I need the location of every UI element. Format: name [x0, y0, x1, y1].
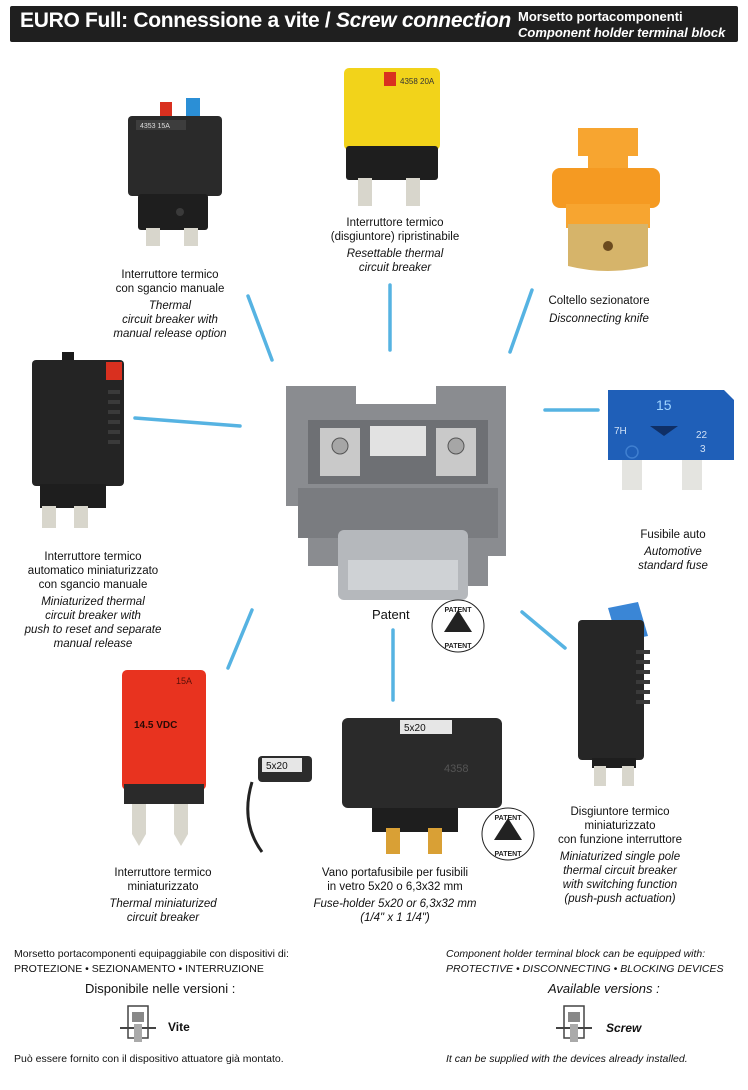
disconnecting-knife-image [552, 128, 660, 271]
miniaturized-breaker-image [32, 352, 124, 528]
mini-thermal-breaker-image: 15A 14.5 VDC [122, 670, 206, 846]
footer-right-line1: Component holder terminal block can be e… [446, 948, 706, 960]
svg-text:PATENT: PATENT [495, 815, 523, 822]
footer-right-versions: Available versions : [548, 981, 660, 996]
footer-left-version-name: Vite [168, 1020, 190, 1034]
footer-left-versions: Disponibile nelle versioni : [85, 981, 236, 996]
connector-line-miniaturized-auto [133, 416, 242, 428]
connector-line-thermal-manual [246, 294, 274, 362]
svg-text:5x20: 5x20 [266, 761, 288, 772]
svg-text:15A: 15A [176, 676, 192, 686]
caption-miniaturized-auto: Interruttore termico automatico miniatur… [24, 551, 162, 650]
screw-version-icon-right [556, 1005, 592, 1042]
footer-right-note: It can be supplied with the devices alre… [446, 1053, 688, 1065]
caption-knife: Coltello sezionatore Disconnecting knife [548, 295, 650, 325]
mini-thermal-label: 14.5 VDC [134, 720, 177, 731]
footer-left-line1: Morsetto portacomponenti equipaggiabile … [14, 948, 289, 960]
header-subtitle-en: Component holder terminal block [518, 25, 726, 40]
patent-label: Patent [372, 607, 410, 622]
thermal-breaker-image: 4353 15A [128, 98, 222, 246]
caption-auto-fuse: Fusibile auto Automotive standard fuse [638, 529, 708, 572]
footer-left-note: Può essere fornito con il dispositivo at… [14, 1053, 284, 1065]
caption-single-pole: Disgiuntore termico miniaturizzato con f… [557, 806, 683, 905]
connector-line-knife [508, 288, 534, 354]
header-title: EURO Full: Connessione a vite / Screw co… [20, 9, 511, 32]
svg-text:4358: 4358 [444, 763, 468, 775]
single-pole-breaker-image [578, 602, 650, 786]
footer-right-line2: PROTECTIVE • DISCONNECTING • BLOCKING DE… [446, 963, 724, 975]
fuse-holder-size: 5x20 [404, 723, 426, 734]
svg-text:3: 3 [700, 444, 706, 455]
svg-text:22: 22 [696, 430, 708, 441]
svg-text:PATENT: PATENT [495, 851, 523, 858]
header-subtitle-it: Morsetto portacomponenti [518, 9, 683, 24]
footer-left-line2: PROTEZIONE • SEZIONAMENTO • INTERRUZIONE [14, 963, 264, 975]
auto-fuse-value: 15 [656, 397, 672, 413]
caption-resettable: Interruttore termico (disgiuntore) ripri… [330, 217, 460, 274]
resettable-breaker-label: 4358 20A [400, 77, 435, 86]
resettable-breaker-image: 4358 20A [344, 68, 440, 206]
page-header: EURO Full: Connessione a vite / Screw co… [10, 6, 738, 42]
connector-line-mini-thermal [226, 608, 254, 670]
caption-mini-thermal: Interruttore termico miniaturizzato Ther… [109, 867, 217, 924]
footer-right-version-name: Screw [606, 1021, 642, 1035]
thermal-breaker-label: 4353 15A [140, 123, 170, 130]
patent-seal-bottom: PATENT PATENT [480, 806, 536, 862]
svg-text:PATENT: PATENT [445, 643, 473, 650]
fuse-holder-image: 5x20 5x20 4358 [246, 718, 502, 854]
caption-thermal-manual: Interruttore termico con sgancio manuale… [113, 269, 227, 340]
connector-line-single-pole [520, 610, 567, 650]
caption-fuse-holder: Vano portafusibile per fusibili in vetro… [313, 867, 477, 924]
terminal-block-image [286, 386, 506, 600]
screw-version-icon-left [120, 1005, 156, 1042]
svg-text:PATENT: PATENT [445, 607, 473, 614]
auto-fuse-image: 15 7H 22 3 [608, 390, 734, 490]
patent-seal-top: PATENT PATENT [430, 598, 486, 654]
svg-text:7H: 7H [614, 426, 627, 437]
